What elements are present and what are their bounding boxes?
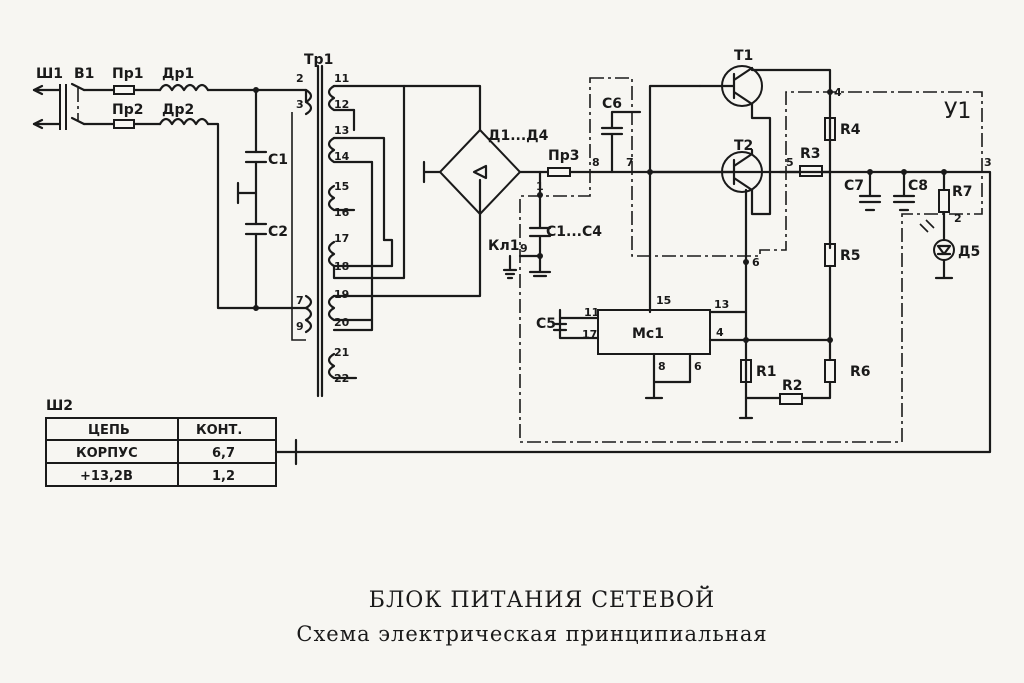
svg-text:С1: С1 — [268, 152, 288, 168]
svg-text:16: 16 — [334, 206, 350, 219]
svg-text:Пр1: Пр1 — [112, 66, 143, 82]
svg-text:R2: R2 — [782, 378, 803, 394]
resistor-r4 — [824, 117, 836, 141]
svg-text:R6: R6 — [850, 364, 871, 380]
svg-text:17: 17 — [334, 232, 349, 245]
schematic-labels: Ш1 В1 Пр1 Др1 Пр2 Др2 С1 С2 Тр1 2 3 7 9 … — [36, 48, 992, 414]
svg-text:7: 7 — [626, 156, 634, 169]
fuse-pr2 — [113, 119, 135, 129]
svg-text:ЦЕПЬ: ЦЕПЬ — [88, 423, 130, 438]
svg-text:4: 4 — [834, 86, 842, 99]
svg-text:4: 4 — [716, 326, 724, 339]
svg-text:Ш1: Ш1 — [36, 66, 63, 82]
svg-text:9: 9 — [520, 242, 528, 255]
svg-text:21: 21 — [334, 346, 349, 359]
choke-dr1 — [158, 83, 210, 92]
switch-v1 — [70, 82, 86, 126]
svg-text:С6: С6 — [602, 96, 622, 112]
svg-text:13: 13 — [334, 124, 349, 137]
svg-text:1: 1 — [536, 180, 544, 193]
svg-text:В1: В1 — [74, 66, 94, 82]
svg-text:КОНТ.: КОНТ. — [196, 423, 242, 438]
diagram-title: БЛОК ПИТАНИЯ СЕТЕВОЙ — [368, 588, 716, 613]
led-d5 — [933, 239, 955, 261]
svg-text:1,2: 1,2 — [212, 469, 235, 484]
svg-text:С2: С2 — [268, 224, 288, 240]
svg-text:Тр1: Тр1 — [304, 52, 333, 68]
svg-text:9: 9 — [296, 320, 304, 333]
resistor-r6 — [824, 359, 836, 383]
svg-text:Др1: Др1 — [162, 66, 194, 82]
resistor-r1 — [740, 359, 752, 383]
svg-text:Ш2: Ш2 — [46, 398, 73, 414]
svg-text:15: 15 — [656, 294, 671, 307]
svg-text:R4: R4 — [840, 122, 861, 138]
svg-text:12: 12 — [334, 98, 349, 111]
svg-text:3: 3 — [984, 156, 992, 169]
svg-text:Кл1: Кл1 — [488, 238, 519, 254]
svg-text:5: 5 — [786, 156, 794, 169]
svg-text:R5: R5 — [840, 248, 861, 264]
svg-text:Пр2: Пр2 — [112, 102, 143, 118]
svg-text:+13,2В: +13,2В — [80, 469, 133, 484]
fuse-pr3 — [547, 167, 571, 177]
svg-text:17: 17 — [582, 328, 597, 341]
svg-text:Мс1: Мс1 — [632, 326, 664, 342]
diagram-subtitle: Схема электрическая принципиальная — [296, 622, 768, 646]
svg-text:6: 6 — [694, 360, 702, 373]
svg-text:С1...С4: С1...С4 — [546, 224, 602, 240]
svg-text:С8: С8 — [908, 178, 928, 194]
svg-text:С5: С5 — [536, 316, 556, 332]
svg-text:11: 11 — [584, 306, 599, 319]
svg-text:Д5: Д5 — [958, 244, 980, 260]
svg-text:11: 11 — [334, 72, 349, 85]
svg-text:8: 8 — [658, 360, 666, 373]
svg-text:КОРПУС: КОРПУС — [76, 446, 138, 461]
choke-dr2 — [158, 117, 210, 126]
plug-sh1 — [32, 84, 67, 130]
diode-bridge — [422, 128, 550, 216]
svg-text:Пр3: Пр3 — [548, 148, 579, 164]
svg-text:Д1...Д4: Д1...Д4 — [488, 128, 549, 144]
svg-text:2: 2 — [296, 72, 304, 85]
svg-text:3: 3 — [296, 98, 304, 111]
svg-text:Др2: Др2 — [162, 102, 194, 118]
resistor-r2 — [779, 393, 803, 405]
svg-text:Т1: Т1 — [734, 48, 753, 64]
transistor-t2 — [648, 151, 763, 193]
svg-text:Т2: Т2 — [734, 138, 753, 154]
svg-text:6: 6 — [752, 256, 760, 269]
svg-text:R3: R3 — [800, 146, 821, 162]
fuse-pr1 — [113, 85, 135, 95]
svg-text:18: 18 — [334, 260, 349, 273]
svg-text:8: 8 — [592, 156, 600, 169]
svg-text:R1: R1 — [756, 364, 777, 380]
svg-text:С7: С7 — [844, 178, 864, 194]
svg-text:6,7: 6,7 — [212, 446, 235, 461]
svg-text:19: 19 — [334, 288, 349, 301]
svg-text:15: 15 — [334, 180, 349, 193]
svg-text:7: 7 — [296, 294, 304, 307]
svg-text:14: 14 — [334, 150, 350, 163]
svg-text:22: 22 — [334, 372, 349, 385]
svg-text:20: 20 — [334, 316, 350, 329]
transformer-tr1 — [291, 64, 482, 398]
svg-text:R7: R7 — [952, 184, 973, 200]
resistor-r7 — [938, 189, 950, 213]
svg-text:13: 13 — [714, 298, 729, 311]
svg-text:2: 2 — [954, 212, 962, 225]
connector-table: ЦЕПЬ КОНТ. КОРПУС 6,7 +13,2В 1,2 — [45, 417, 298, 487]
svg-text:У1: У1 — [944, 99, 971, 124]
transistor-t1 — [698, 65, 763, 107]
